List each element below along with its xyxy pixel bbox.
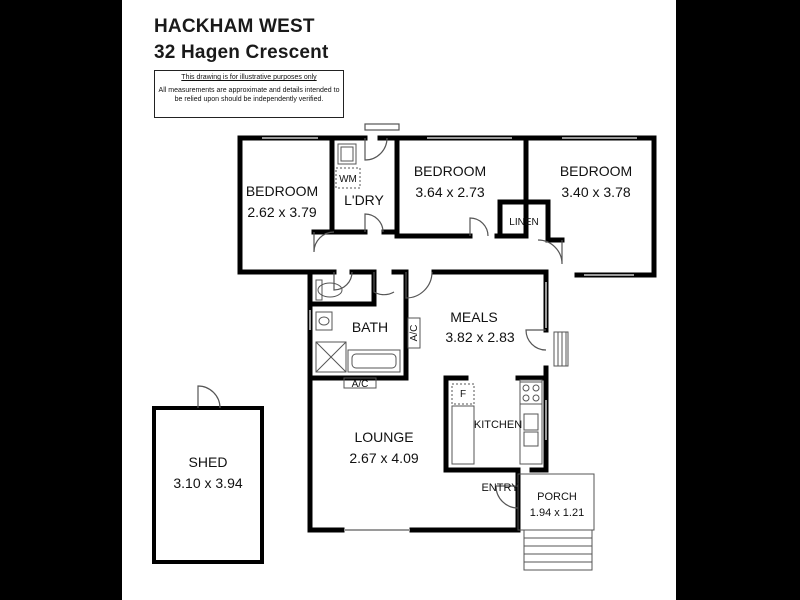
labels: BEDROOM 2.62 x 3.79 L'DRY WM BEDROOM 3.6…	[173, 163, 632, 519]
suburb-title: HACKHAM WEST	[154, 16, 315, 37]
title-block: HACKHAM WEST 32 Hagen Crescent	[154, 14, 328, 66]
doors	[313, 123, 563, 509]
washing-machine	[335, 167, 361, 189]
wall-laundry	[329, 135, 400, 235]
ac-unit-horizontal	[343, 377, 377, 389]
door-bedroom-right	[537, 239, 563, 265]
rear-steps	[553, 331, 569, 367]
bedroom-mid-size: 3.64 x 2.73	[415, 184, 484, 200]
ac-vertical-label: A/C	[409, 325, 420, 342]
kitchen-sink	[523, 413, 539, 431]
bedroom-right-label: BEDROOM	[560, 163, 632, 179]
bedroom-left-size: 2.62 x 3.79	[247, 204, 316, 220]
door-laundry	[364, 213, 384, 233]
wall-bath	[307, 269, 409, 533]
shed-label: SHED	[189, 454, 228, 470]
entry-label: ENTRY	[481, 482, 519, 494]
door-meals-rear	[525, 329, 547, 351]
linen-label: LINEN	[509, 217, 538, 228]
bath-label: BATH	[352, 319, 388, 335]
fridge-label: F	[460, 389, 466, 400]
shed-size: 3.10 x 3.94	[173, 475, 242, 491]
wall-linen	[497, 199, 551, 243]
toilet-bowl	[317, 282, 343, 298]
toilet-cistern	[315, 279, 323, 301]
laundry-tub	[337, 143, 357, 165]
porch-outline	[517, 473, 595, 531]
address-title: 32 Hagen Crescent	[154, 42, 329, 63]
disclaimer-box: This drawing is for illustrative purpose…	[154, 70, 344, 118]
bathtub-inner	[351, 353, 397, 369]
door-meals	[405, 271, 433, 299]
burner-4	[532, 394, 540, 402]
porch-steps	[523, 530, 593, 571]
kitchen-sink-drain	[523, 431, 539, 447]
kitchen-bench-left	[451, 405, 475, 465]
kitchen-bench-right	[519, 379, 543, 465]
shower-cross-b	[315, 341, 347, 373]
floor-plan: BEDROOM 2.62 x 3.79 L'DRY WM BEDROOM 3.6…	[152, 123, 657, 571]
door-laundry-external	[364, 137, 388, 161]
cooktop	[519, 381, 543, 405]
ac-horizontal-label: A/C	[352, 379, 369, 390]
door-laundry-step	[364, 123, 400, 131]
fridge	[451, 383, 475, 405]
shed	[152, 385, 264, 564]
laundry-tub-inner	[340, 146, 354, 162]
laundry-label: L'DRY	[344, 192, 384, 208]
disclaimer-heading: This drawing is for illustrative purpose…	[181, 74, 317, 81]
bedroom-left-label: BEDROOM	[246, 183, 318, 199]
bedroom-mid-label: BEDROOM	[414, 163, 486, 179]
wall-bedroom-right	[523, 135, 657, 278]
windows	[262, 137, 637, 531]
lounge-size: 2.67 x 4.09	[349, 450, 418, 466]
burner-3	[522, 394, 530, 402]
ac-unit-vertical	[407, 317, 421, 349]
bedroom-right-size: 3.40 x 3.78	[561, 184, 630, 200]
door-toilet	[333, 271, 353, 291]
door-entry	[495, 485, 519, 509]
meals-label: MEALS	[450, 309, 497, 325]
vanity	[315, 311, 333, 331]
porch-size: 1.94 x 1.21	[530, 507, 584, 519]
lounge-label: LOUNGE	[354, 429, 413, 445]
wall-lounge	[307, 467, 521, 533]
disclaimer-body: All measurements are approximate and det…	[158, 87, 340, 103]
fixtures	[315, 143, 595, 571]
door-bedroom-mid	[469, 217, 489, 237]
kitchen-label: KITCHEN	[474, 419, 522, 431]
wall-hall	[307, 269, 549, 307]
shower	[315, 341, 347, 373]
walls	[237, 135, 657, 533]
bathtub	[347, 349, 401, 373]
washing-machine-label: WM	[339, 174, 357, 185]
door-bedroom-left	[313, 231, 335, 253]
meals-size: 3.82 x 2.83	[445, 329, 514, 345]
door-bath	[373, 272, 395, 296]
door-shed	[197, 385, 221, 409]
floor-plan-canvas: HACKHAM WEST 32 Hagen Crescent This draw…	[122, 0, 676, 600]
porch-label: PORCH	[537, 491, 577, 503]
shed-walls	[152, 406, 264, 564]
vanity-basin	[318, 316, 330, 326]
burner-2	[532, 384, 540, 392]
burner-1	[522, 384, 530, 392]
